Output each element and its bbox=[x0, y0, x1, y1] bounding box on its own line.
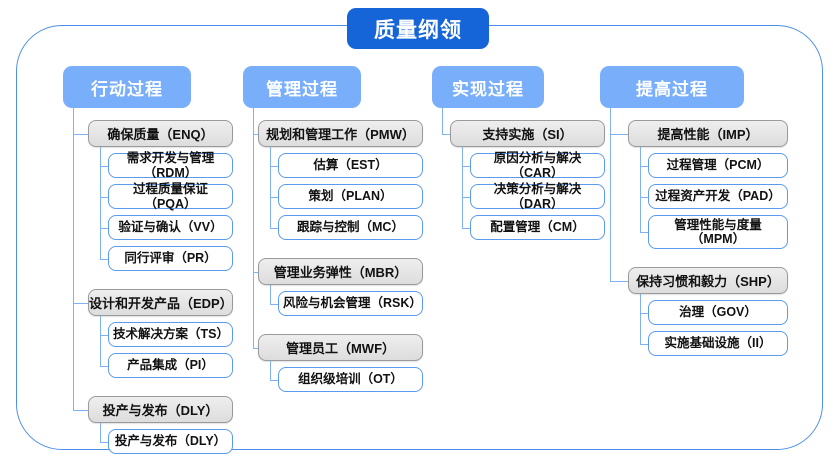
connector-group-to-leaf bbox=[462, 227, 470, 229]
column-header-4[interactable]: 提高过程 bbox=[600, 66, 744, 108]
leaf-item-4-2-2[interactable]: 实施基础设施（II） bbox=[648, 331, 788, 356]
connector-group-rail bbox=[640, 294, 641, 344]
group-header-1-3[interactable]: 投产与发布（DLY） bbox=[88, 396, 233, 423]
leaf-item-1-1-2[interactable]: 过程质量保证（PQA） bbox=[108, 182, 233, 211]
connector-group-to-leaf bbox=[270, 303, 278, 305]
connector-column-to-group bbox=[253, 347, 258, 349]
root-title-box[interactable]: 质量纲领 bbox=[347, 8, 489, 49]
connector-group-rail bbox=[462, 147, 463, 228]
column-3: 实现过程支持实施（SI） 原因分析与解决（CAR）决策分析与解决（DAR） 配置管理… bbox=[432, 66, 605, 240]
connector-group-to-leaf bbox=[640, 312, 648, 314]
leaf-item-3-1-1[interactable]: 原因分析与解决（CAR） bbox=[470, 151, 605, 180]
connector-group-to-leaf bbox=[100, 441, 108, 443]
connector-column-to-group bbox=[253, 133, 258, 135]
leaf-item-1-3-1[interactable]: 投产与发布（DLY） bbox=[108, 429, 233, 454]
leaf-item-1-1-1[interactable]: 需求开发与管理（RDM） bbox=[108, 151, 233, 180]
leaf-item-4-1-1[interactable]: 过程管理（PCM） bbox=[648, 153, 788, 178]
column-2: 管理过程规划和管理工作（PMW） 估算（EST） 策划（PLAN） 跟踪与控制（MC）… bbox=[243, 66, 423, 392]
group-header-3-1[interactable]: 支持实施（SI） bbox=[450, 120, 605, 147]
connector-group-to-leaf bbox=[640, 343, 648, 345]
connector-group-to-leaf bbox=[640, 196, 648, 198]
connector-column-to-group bbox=[73, 133, 88, 135]
connector-group-to-leaf bbox=[100, 227, 108, 229]
connector-group-rail bbox=[270, 285, 271, 304]
connector-column-rail bbox=[610, 108, 611, 281]
group-header-1-2[interactable]: 设计和开发产品（EDP） bbox=[88, 289, 233, 316]
connector-group-to-leaf bbox=[270, 165, 278, 167]
leaf-item-2-1-1[interactable]: 估算（EST） bbox=[278, 153, 423, 178]
connector-column-to-group bbox=[610, 280, 628, 282]
column-1: 行动过程确保质量（ENQ） 需求开发与管理（RDM）过程质量保证（PQA） 验证与确… bbox=[63, 66, 233, 454]
leaf-item-2-1-2[interactable]: 策划（PLAN） bbox=[278, 184, 423, 209]
connector-group-to-leaf bbox=[100, 196, 108, 198]
column-header-1[interactable]: 行动过程 bbox=[63, 66, 191, 108]
connector-group-rail bbox=[100, 423, 101, 442]
connector-group-to-leaf bbox=[462, 196, 470, 198]
connector-column-to-group bbox=[610, 133, 628, 135]
connector-group-to-leaf bbox=[640, 165, 648, 167]
leaf-item-4-1-3[interactable]: 管理性能与度量（MPM） bbox=[648, 215, 788, 249]
connector-group-rail bbox=[100, 147, 101, 259]
leaf-item-1-1-3[interactable]: 验证与确认（VV） bbox=[108, 215, 233, 240]
connector-group-rail bbox=[100, 316, 101, 366]
connector-column-to-group bbox=[73, 302, 88, 304]
group-header-2-2[interactable]: 管理业务弹性（MBR） bbox=[258, 258, 423, 285]
connector-group-rail bbox=[270, 147, 271, 228]
leaf-item-3-1-3[interactable]: 配置管理（CM） bbox=[470, 215, 605, 240]
leaf-item-2-3-1[interactable]: 组织级培训（OT） bbox=[278, 367, 423, 392]
leaf-item-4-2-1[interactable]: 治理（GOV） bbox=[648, 300, 788, 325]
connector-column-rail bbox=[253, 108, 254, 348]
group-header-4-2[interactable]: 保持习惯和毅力（SHP） bbox=[628, 267, 788, 294]
connector-column-rail bbox=[73, 108, 74, 410]
connector-group-to-leaf bbox=[462, 165, 470, 167]
group-header-2-3[interactable]: 管理员工（MWF） bbox=[258, 334, 423, 361]
connector-column-to-group bbox=[253, 271, 258, 273]
leaf-item-3-1-2[interactable]: 决策分析与解决（DAR） bbox=[470, 182, 605, 211]
connector-group-rail bbox=[270, 361, 271, 380]
leaf-item-2-2-1[interactable]: 风险与机会管理（RSK） bbox=[278, 291, 423, 316]
leaf-item-1-2-1[interactable]: 技术解决方案（TS） bbox=[108, 322, 233, 347]
group-header-1-1[interactable]: 确保质量（ENQ） bbox=[88, 120, 233, 147]
connector-group-to-leaf bbox=[100, 258, 108, 260]
connector-group-to-leaf bbox=[270, 227, 278, 229]
group-header-2-1[interactable]: 规划和管理工作（PMW） bbox=[258, 120, 423, 147]
column-header-3[interactable]: 实现过程 bbox=[432, 66, 544, 108]
column-4: 提高过程提高性能（IMP） 过程管理（PCM） 过程资产开发（PAD） 管理性能与度量… bbox=[600, 66, 788, 356]
leaf-item-2-1-3[interactable]: 跟踪与控制（MC） bbox=[278, 215, 423, 240]
connector-group-to-leaf bbox=[640, 232, 648, 233]
connector-group-to-leaf bbox=[100, 365, 108, 367]
connector-group-to-leaf bbox=[100, 165, 108, 167]
connector-group-to-leaf bbox=[100, 334, 108, 336]
connector-group-rail bbox=[640, 147, 641, 232]
column-header-2[interactable]: 管理过程 bbox=[243, 66, 361, 108]
connector-group-to-leaf bbox=[270, 379, 278, 381]
leaf-item-1-1-4[interactable]: 同行评审（PR） bbox=[108, 246, 233, 271]
connector-column-to-group bbox=[442, 133, 450, 135]
connector-group-to-leaf bbox=[270, 196, 278, 198]
leaf-item-4-1-2[interactable]: 过程资产开发（PAD） bbox=[648, 184, 788, 209]
leaf-item-1-2-2[interactable]: 产品集成（PI） bbox=[108, 353, 233, 378]
connector-column-to-group bbox=[73, 409, 88, 411]
connector-column-rail bbox=[442, 108, 443, 134]
group-header-4-1[interactable]: 提高性能（IMP） bbox=[628, 120, 788, 147]
